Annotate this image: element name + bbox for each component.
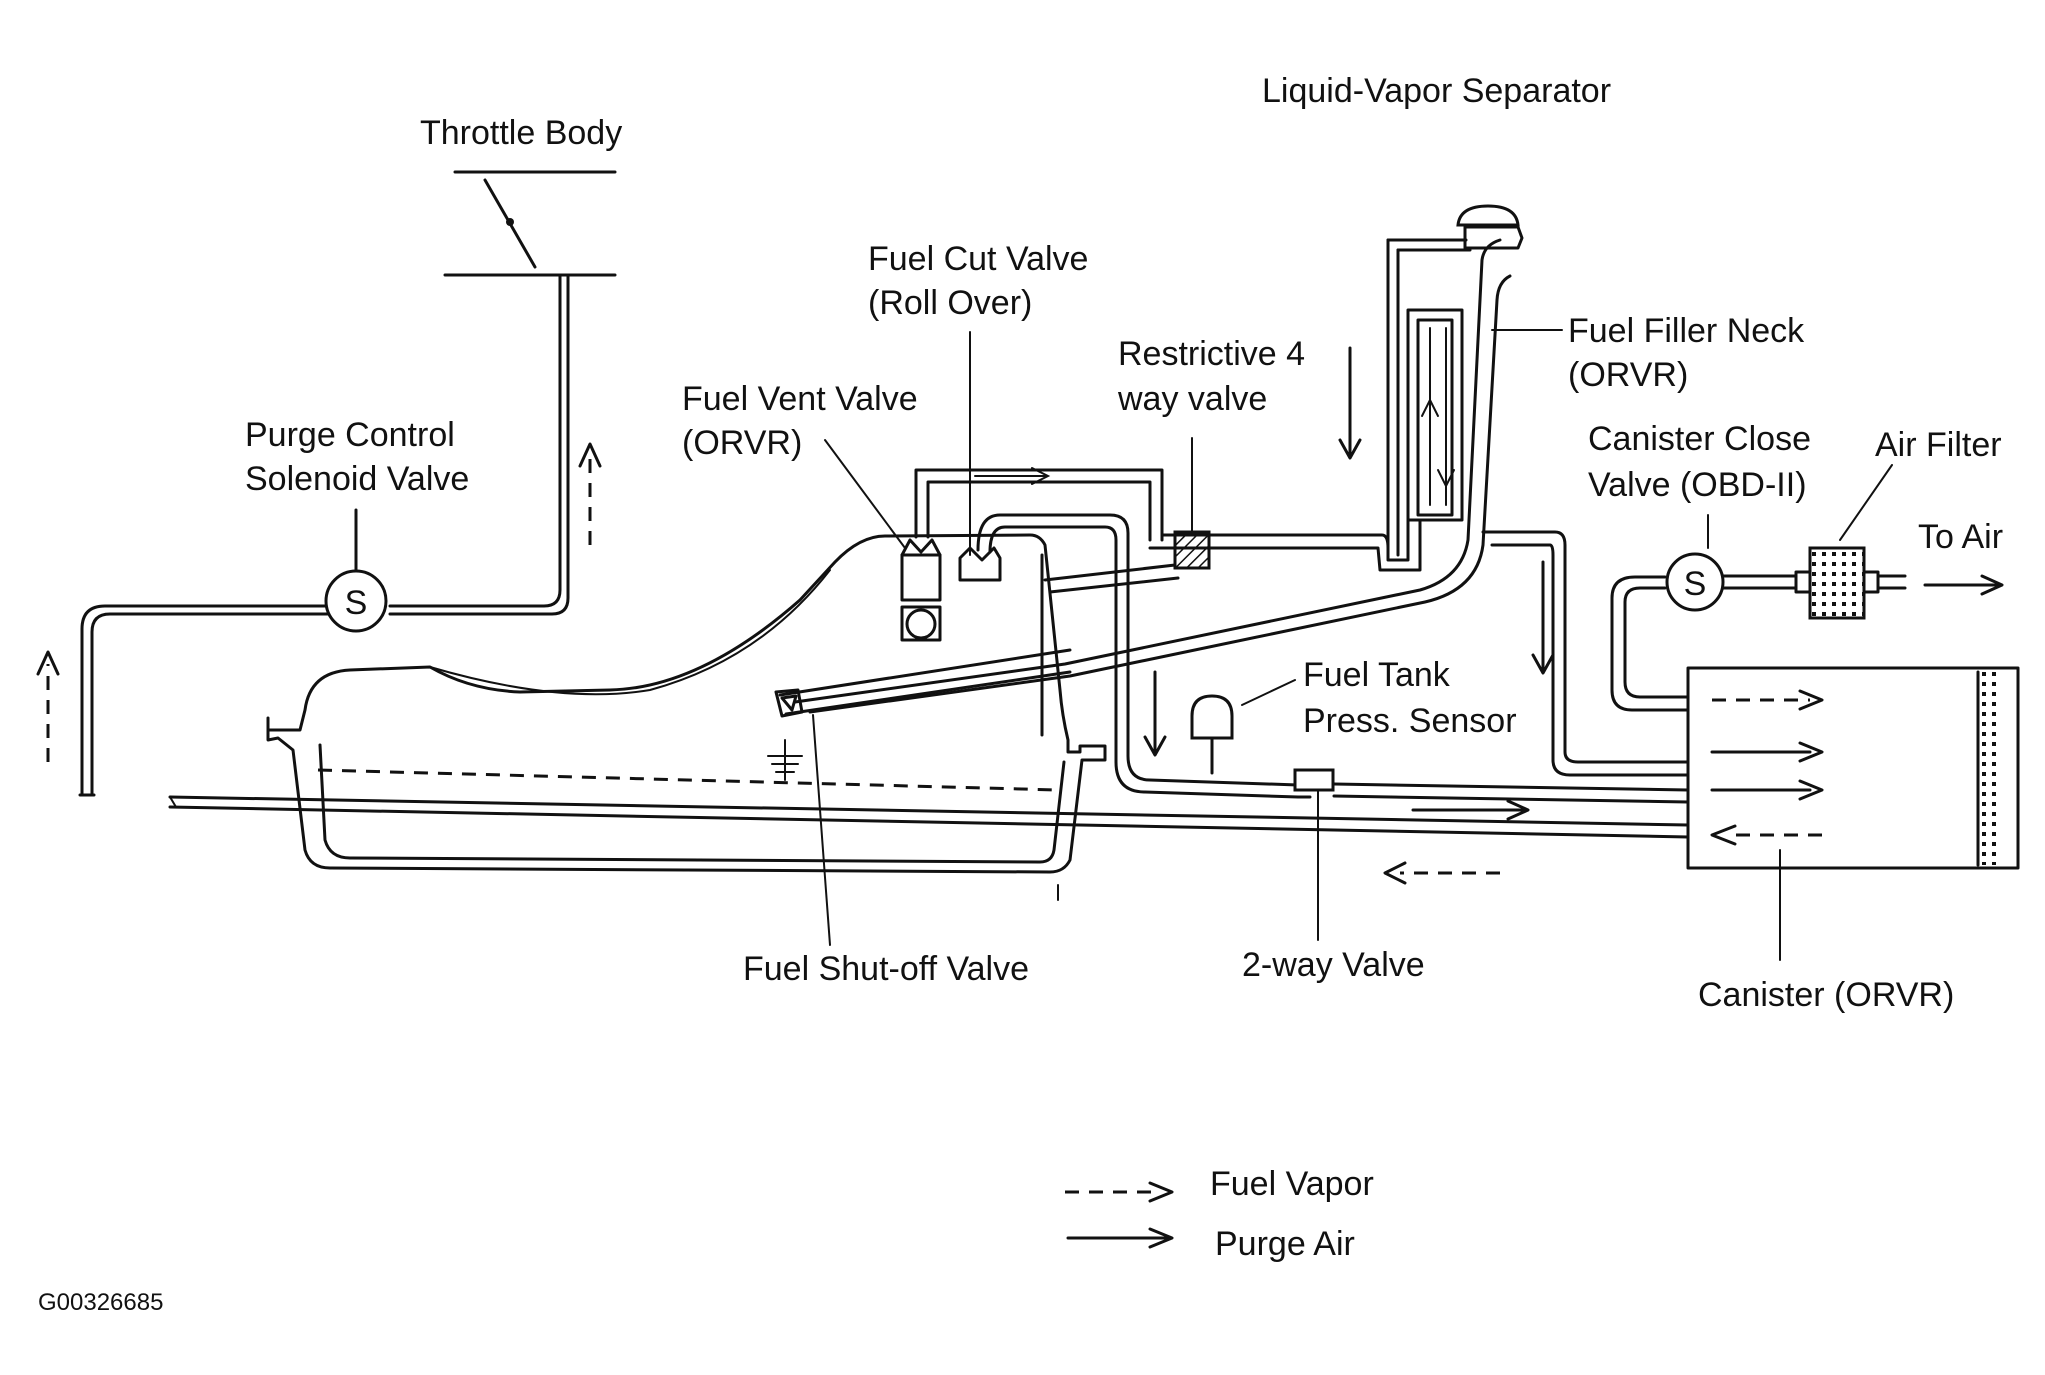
label-filler-neck-1: Fuel Filler Neck	[1568, 312, 1805, 350]
fuel-filler-neck	[793, 204, 1524, 714]
label-restrictive-1: Restrictive 4	[1118, 335, 1305, 373]
canister-close-valve: S	[1665, 552, 1798, 612]
legend-fuel-vapor: Fuel Vapor	[1065, 1165, 1374, 1203]
label-fuel-vent-1: Fuel Vent Valve	[682, 380, 918, 418]
fuel-vent-valve	[900, 538, 942, 642]
label-canister-close-1: Canister Close	[1588, 420, 1811, 458]
liquid-vapor-separator	[1386, 238, 1472, 557]
canister-lines	[1332, 530, 1690, 804]
fuel-cut-valve	[958, 546, 1002, 582]
vent-pipe-lower	[976, 513, 1312, 799]
label-purge-valve-1: Purge Control	[245, 416, 455, 454]
legend: Fuel Vapor Purge Air	[1065, 1165, 1374, 1263]
label-restrictive-2: way valve	[1117, 380, 1267, 418]
legend-purge-air: Purge Air	[1066, 1225, 1355, 1263]
canister	[1686, 666, 2020, 870]
purge-control-solenoid-valve: S	[324, 508, 388, 633]
throttle-body	[443, 170, 617, 277]
vapor-arrow-pipe	[1383, 861, 1500, 885]
fuel-level-line	[317, 768, 1059, 792]
purge-air-arrow-pipe	[1411, 799, 1530, 821]
label-tank-sensor-1: Fuel Tank	[1303, 656, 1451, 694]
purge-air-arrow-separator	[1338, 346, 1362, 460]
label-canister-close-2: Valve (OBD-II)	[1588, 466, 1807, 504]
purge-air-arrow-canister-line	[1531, 560, 1555, 675]
label-air-filter: Air Filter	[1875, 426, 2002, 464]
vapor-arrow-up-center	[578, 442, 602, 545]
label-fuel-cut-2: (Roll Over)	[868, 284, 1032, 322]
label-purge-valve-2: Solenoid Valve	[245, 460, 469, 498]
vapor-arrow-up-left	[36, 650, 60, 762]
purge-air-arrow-vent	[1143, 670, 1167, 757]
label-filler-neck-2: (ORVR)	[1568, 356, 1688, 394]
fuel-level-symbol	[767, 739, 803, 781]
vent-pipe-upper	[914, 467, 1422, 572]
label-two-way-valve: 2-way Valve	[1242, 946, 1425, 984]
label-canister: Canister (ORVR)	[1698, 976, 1954, 1014]
fuel-shutoff-pipe	[774, 648, 1072, 718]
two-way-valve	[1293, 768, 1335, 792]
label-fuel-cut-1: Fuel Cut Valve	[868, 240, 1088, 278]
label-fuel-vent-2: (ORVR)	[682, 424, 802, 462]
canister-close-valve-symbol: S	[1684, 565, 1707, 603]
to-air-arrow	[1923, 574, 2004, 596]
label-tank-sensor-2: Press. Sensor	[1303, 702, 1517, 740]
label-throttle-body: Throttle Body	[420, 114, 622, 152]
fuel-tank-pressure-sensor	[1190, 694, 1234, 775]
fuel-tank	[266, 533, 1107, 901]
label-separator: Liquid-Vapor Separator	[1262, 72, 1611, 110]
label-to-air: To Air	[1918, 518, 2003, 556]
figure-code: G00326685	[38, 1289, 163, 1316]
purge-line	[78, 273, 570, 797]
legend-fuel-vapor-label: Fuel Vapor	[1210, 1165, 1374, 1203]
solenoid-symbol: S	[345, 584, 368, 622]
label-shutoff-valve: Fuel Shut-off Valve	[743, 950, 1029, 988]
restrictive-4-way-valve	[1173, 437, 1211, 570]
legend-purge-air-label: Purge Air	[1215, 1225, 1355, 1263]
air-filter	[1794, 546, 1907, 620]
purge-air-pipe	[168, 795, 1690, 839]
